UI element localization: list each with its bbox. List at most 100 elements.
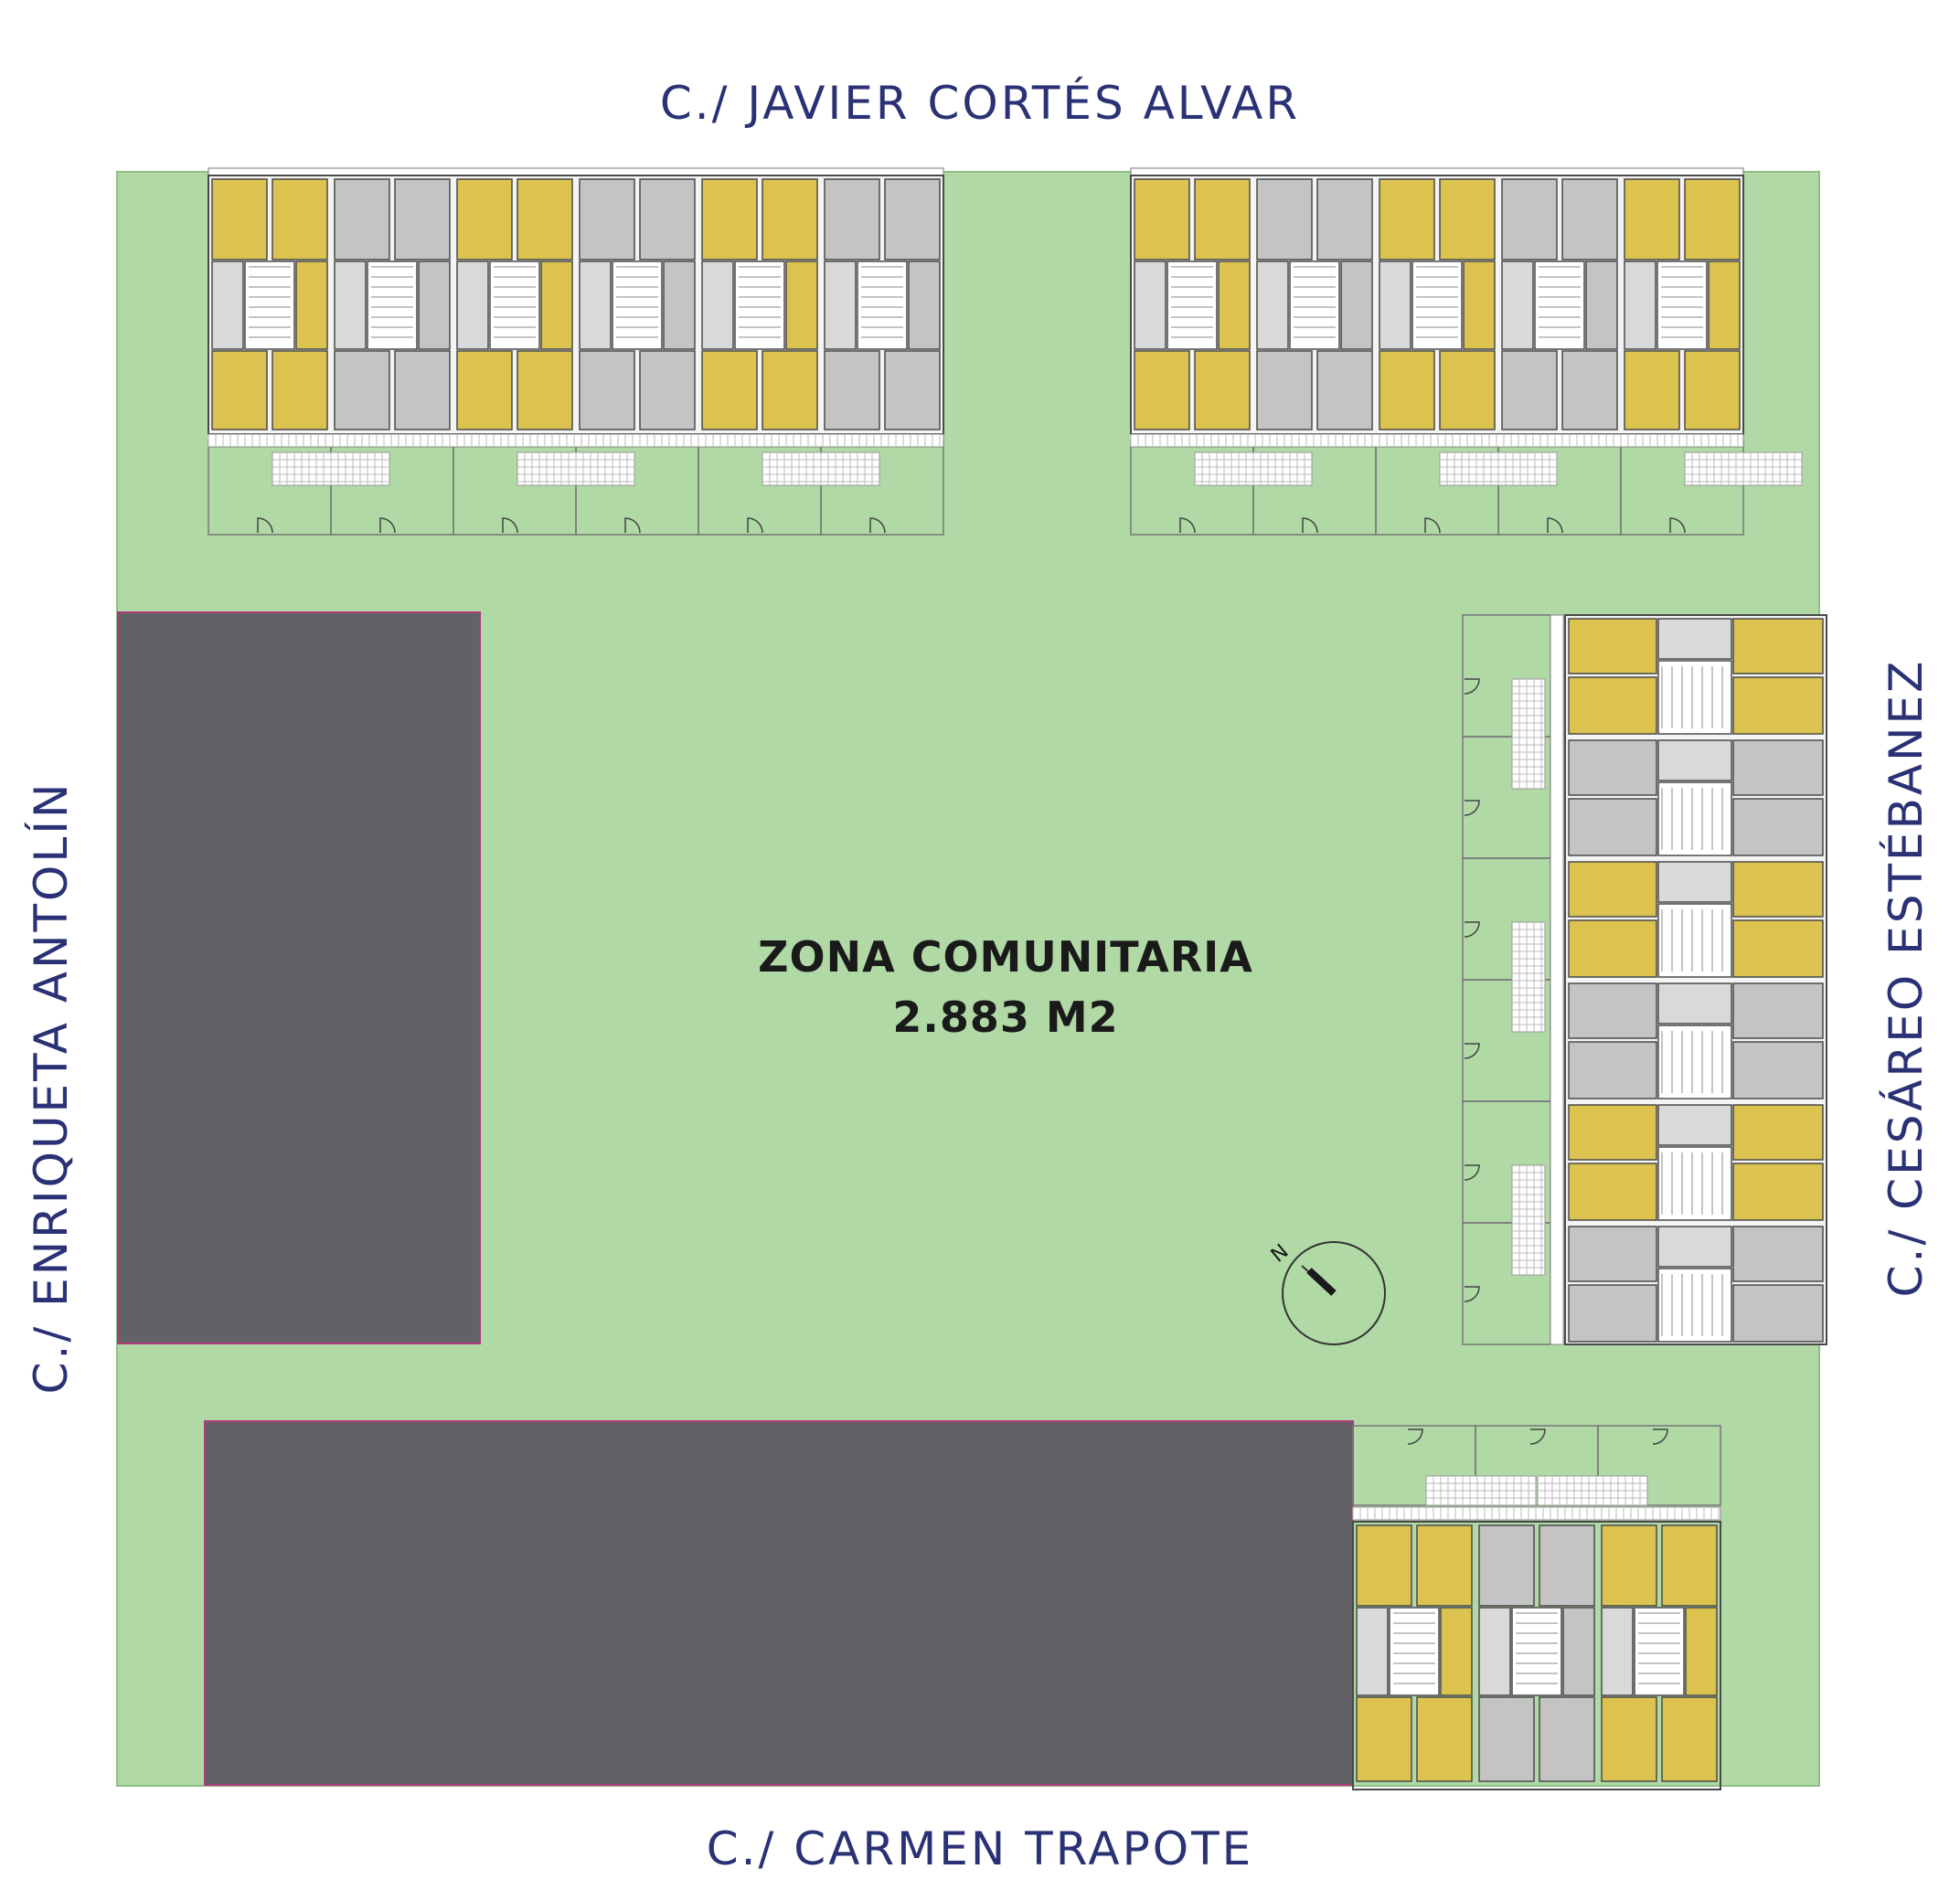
block-north-west-bath [211, 260, 244, 350]
block-east-stair [1657, 660, 1732, 735]
block-north-west-room [762, 178, 818, 260]
block-north-east-room [1194, 178, 1251, 260]
block-north-west-room [639, 178, 696, 260]
block-east-bath [1657, 618, 1732, 660]
block-north-east-terrace [1130, 433, 1744, 448]
block-south-bath [1478, 1607, 1511, 1696]
block-north-west-room [824, 178, 880, 260]
block-north-west-stair [734, 260, 785, 350]
block-east-room [1732, 982, 1824, 1039]
block-north-west-room [884, 350, 941, 430]
street-name-bottom: C./ CARMEN TRAPOTE [706, 1822, 1254, 1875]
block-north-east-bath [1501, 260, 1534, 350]
block-north-east-hall [1585, 260, 1618, 350]
block-north-west-room [272, 350, 328, 430]
block-north-east-room [1134, 350, 1190, 430]
block-north-west-bath [456, 260, 489, 350]
block-north-west-hall [418, 260, 451, 350]
block-north-west-room [334, 178, 390, 260]
block-north-east-room [1561, 350, 1618, 430]
block-north-west-footprint [208, 175, 944, 435]
block-east-room [1732, 1041, 1824, 1099]
block-east-stair [1657, 1268, 1732, 1343]
block-north-east-room [1501, 350, 1558, 430]
block-north-west-room [456, 178, 513, 260]
block-north-west-stair [489, 260, 540, 350]
block-north-west-room [211, 350, 268, 430]
block-north-west-room [884, 178, 941, 260]
block-south-stair [1511, 1607, 1562, 1696]
block-south-footprint [1352, 1521, 1721, 1790]
block-south-stair [1389, 1607, 1440, 1696]
block-east-room [1568, 1226, 1657, 1282]
block-east-room [1568, 861, 1657, 918]
block-south-hall [1685, 1607, 1718, 1696]
block-south-room [1478, 1696, 1535, 1782]
block-north-west-stair [612, 260, 663, 350]
block-east-stair [1657, 1146, 1732, 1221]
block-east-room [1732, 1163, 1824, 1221]
block-north-east-roof-edge [1130, 167, 1744, 176]
block-north-east-room [1256, 178, 1313, 260]
block-east-room [1568, 1104, 1657, 1161]
block-north-west-stair [367, 260, 418, 350]
block-north-east-bath [1134, 260, 1166, 350]
block-north-west-room [272, 178, 328, 260]
block-north-west-room [456, 350, 513, 430]
block-south-room [1416, 1696, 1473, 1782]
block-north-east-stair [1534, 260, 1585, 350]
block-north-west-hall [908, 260, 941, 350]
block-east-bath [1657, 1104, 1732, 1146]
block-east-room [1568, 798, 1657, 856]
block-north-west-room [762, 350, 818, 430]
block-south-hall [1562, 1607, 1595, 1696]
block-east-room [1732, 919, 1824, 978]
block-south-room [1539, 1696, 1595, 1782]
block-east-room [1568, 1163, 1657, 1221]
block-east-room [1732, 798, 1824, 856]
block-north-east-room [1624, 178, 1680, 260]
block-north-east-room [1256, 350, 1313, 430]
block-north-west-hall [663, 260, 696, 350]
block-north-east-room [1439, 178, 1496, 260]
block-north-east-bath [1624, 260, 1656, 350]
block-south-room [1661, 1696, 1718, 1782]
block-north-west-room [639, 350, 696, 430]
block-north-west-hall [540, 260, 573, 350]
block-north-west-room [394, 178, 451, 260]
block-north-east-room [1624, 350, 1680, 430]
block-north-west-stair [244, 260, 295, 350]
block-east-room [1732, 1104, 1824, 1161]
block-east-bath [1657, 861, 1732, 903]
block-east-stair [1657, 1025, 1732, 1099]
block-north-east-room [1439, 350, 1496, 430]
housing-blocks [208, 167, 1827, 1790]
block-north-east-stair [1656, 260, 1708, 350]
block-south-bath [1601, 1607, 1634, 1696]
block-north-east-stair [1411, 260, 1463, 350]
block-north-west-stair [857, 260, 908, 350]
block-north-east-room [1501, 178, 1558, 260]
block-east-room [1568, 676, 1657, 735]
block-south-stair [1634, 1607, 1685, 1696]
block-north-east-hall [1463, 260, 1496, 350]
block-east-footprint [1564, 614, 1827, 1345]
block-east-stair [1657, 903, 1732, 978]
block-north-west-terrace [208, 433, 944, 448]
existing-building-west [117, 611, 481, 1344]
block-east-room [1732, 676, 1824, 735]
block-south-room [1539, 1524, 1595, 1607]
block-north-west-hall [295, 260, 328, 350]
block-north-east-stair [1289, 260, 1340, 350]
block-north-east-bath [1256, 260, 1289, 350]
block-east-room [1568, 739, 1657, 796]
block-north-west-room [701, 350, 758, 430]
block-north-east-hall [1708, 260, 1741, 350]
block-north-east-room [1194, 350, 1251, 430]
block-east-bath [1657, 1226, 1732, 1268]
block-north-west-room [334, 350, 390, 430]
block-east-room [1732, 1226, 1824, 1282]
block-east-room [1732, 618, 1824, 674]
block-north-west-roof-edge [208, 167, 944, 176]
